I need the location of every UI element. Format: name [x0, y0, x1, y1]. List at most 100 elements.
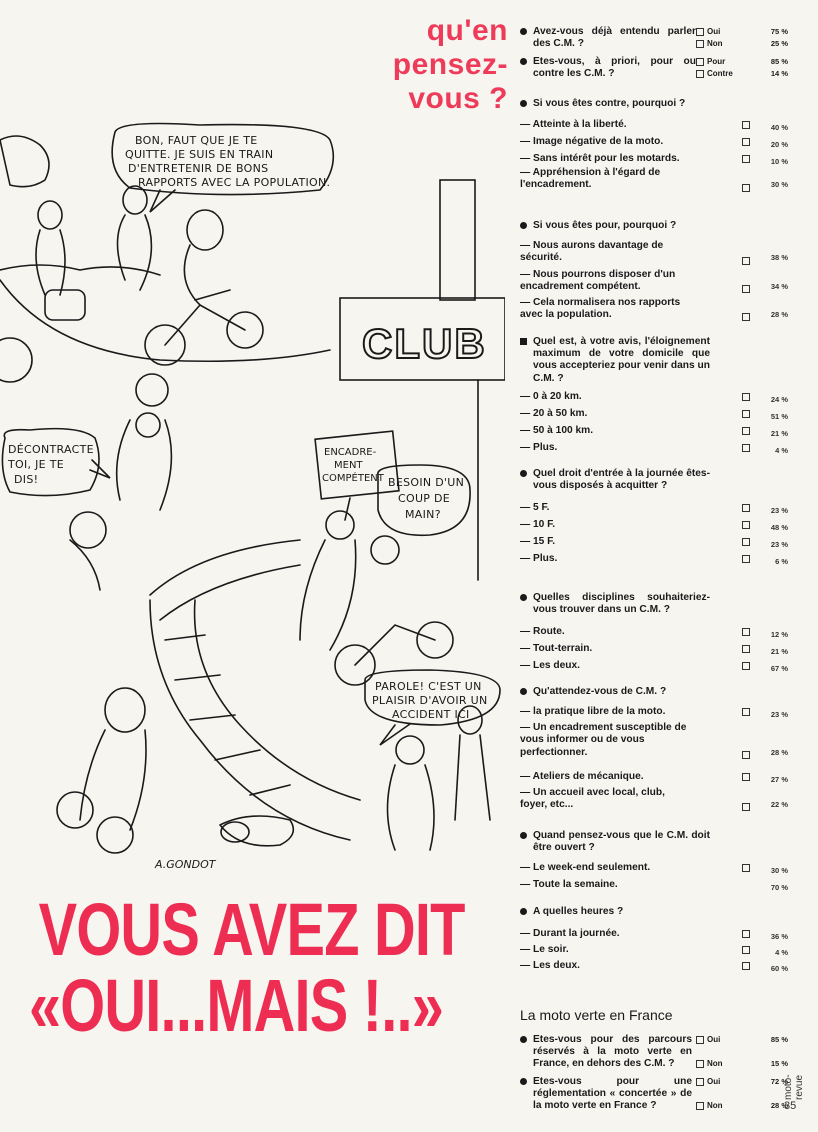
answer-percent: 38 %: [770, 253, 788, 263]
checkbox[interactable]: [742, 155, 750, 164]
question-text: Quand pensez-vous que le C.M. doit être …: [533, 830, 710, 854]
option-label: Oui: [707, 1034, 721, 1044]
question-text: Avez-vous déjà entendu parler des C.M. ?: [533, 26, 696, 50]
bullet-icon: [520, 594, 527, 601]
question-text: Quel est, à votre avis, l'éloignement ma…: [533, 336, 710, 384]
checkbox[interactable]: [742, 256, 750, 265]
magazine-name: moto-revue: [783, 1074, 805, 1100]
checkbox[interactable]: [696, 28, 704, 36]
checkbox[interactable]: [742, 426, 750, 435]
checkbox[interactable]: [696, 1102, 704, 1110]
option-label: Oui: [707, 26, 721, 36]
answer-percent: 4 %: [775, 445, 788, 455]
answer-label: — la pratique libre de la moto.: [520, 706, 666, 718]
option-percent: 85 %: [770, 1034, 788, 1044]
club-sign: CLUB: [362, 320, 487, 367]
checkbox[interactable]: [742, 138, 750, 147]
answer-row: — 20 à 50 km.51 %: [520, 408, 788, 425]
survey-question: Etes-vous, à priori, pour ou contre les …: [520, 56, 788, 80]
checkbox[interactable]: [742, 285, 750, 294]
checkbox[interactable]: [742, 538, 750, 547]
checkbox[interactable]: [742, 521, 750, 530]
survey-question: Etes-vous pour une réglementation « conc…: [520, 1076, 788, 1113]
answer-label: — Durant la journée.: [520, 928, 620, 940]
answer-label: — Plus.: [520, 553, 558, 565]
checkbox[interactable]: [742, 946, 750, 955]
checkbox[interactable]: [696, 1036, 704, 1044]
bubble-text-line: RAPPORTS AVEC LA POPULATION.: [138, 176, 330, 189]
checkbox[interactable]: [742, 930, 750, 939]
page-title: qu'en pensez- vous ?: [308, 14, 508, 116]
answer-row: — la pratique libre de la moto.23 %: [520, 706, 788, 722]
checkbox[interactable]: [742, 645, 750, 654]
bubble-text-line: DÉCONTRACTE: [8, 443, 94, 456]
answer-label: — Plus.: [520, 441, 558, 453]
question-text: Etes-vous pour une réglementation « conc…: [533, 1076, 692, 1112]
answer-label: — Atteinte à la liberté.: [520, 119, 627, 131]
checkbox[interactable]: [696, 70, 704, 78]
answer-row: — Cela normalisera nos rapports avec la …: [520, 297, 788, 322]
checkbox[interactable]: [742, 708, 750, 717]
answer-row: — Nous pourrons disposer d'un encadremen…: [520, 269, 788, 294]
option-label: Pour: [707, 56, 726, 66]
answer-row: — Les deux.60 %: [520, 960, 788, 976]
bubble-text-line: PLAISIR D'AVOIR UN: [372, 694, 488, 707]
option-label: Non: [707, 1100, 723, 1110]
survey-question: Quel est, à votre avis, l'éloignement ma…: [520, 336, 788, 459]
checkbox[interactable]: [742, 504, 750, 513]
checkbox[interactable]: [696, 40, 704, 48]
answer-percent: 40 %: [770, 123, 788, 133]
checkbox[interactable]: [742, 628, 750, 637]
answer-row: — 50 à 100 km.21 %: [520, 425, 788, 442]
answer-percent: 48 %: [770, 523, 788, 533]
bullet-icon: [520, 1078, 527, 1085]
title-line: pensez-: [392, 48, 508, 81]
survey-question: Quand pensez-vous que le C.M. doit être …: [520, 830, 788, 896]
answer-percent: 23 %: [770, 506, 788, 516]
answer-label: — Nous aurons davantage de sécurité.: [520, 240, 664, 264]
answer-percent: 12 %: [770, 630, 788, 640]
checkbox[interactable]: [742, 555, 750, 564]
question-text: A quelles heures ?: [533, 906, 624, 917]
checkbox[interactable]: [742, 962, 750, 971]
option-percent: 75 %: [770, 26, 788, 36]
answer-percent: 27 %: [770, 774, 788, 784]
bubble-text-line: DIS!: [14, 473, 38, 486]
checkbox[interactable]: [742, 772, 750, 781]
answer-row: — Toute la semaine.70 %: [520, 879, 788, 896]
answer-row: — Un accueil avec local, club, foyer, et…: [520, 787, 788, 812]
answer-percent: 36 %: [770, 932, 788, 942]
answer-percent: 60 %: [770, 964, 788, 974]
answer-label: — Cela normalisera nos rapports avec la …: [520, 297, 681, 321]
checkbox[interactable]: [742, 443, 750, 452]
survey-question: Quelles disciplines souhaiteriez-vous tr…: [520, 592, 788, 677]
bubble-text-line: COUP DE: [398, 492, 450, 505]
answer-row: — 5 F. 23 %: [520, 502, 788, 519]
checkbox[interactable]: [696, 1060, 704, 1068]
checkbox[interactable]: [742, 803, 750, 812]
checkbox[interactable]: [742, 183, 750, 192]
answer-label: — 5 F.: [520, 502, 550, 514]
question-text: Qu'attendez-vous de C.M. ?: [533, 686, 667, 697]
bullet-icon: [520, 1036, 527, 1043]
answer-percent: 10 %: [770, 157, 788, 167]
bullet-icon: [520, 832, 527, 839]
bullet-icon: [520, 338, 527, 345]
checkbox[interactable]: [742, 409, 750, 418]
checkbox[interactable]: [742, 662, 750, 671]
question-text: Si vous êtes pour, pourquoi ?: [533, 220, 677, 231]
bullet-icon: [520, 688, 527, 695]
checkbox[interactable]: [696, 1078, 704, 1086]
checkbox[interactable]: [742, 121, 750, 130]
sign-text-line: COMPÉTENT: [322, 471, 385, 484]
checkbox[interactable]: [742, 750, 750, 759]
bullet-icon: [520, 28, 527, 35]
survey-question: Qu'attendez-vous de C.M. ? — la pratique…: [520, 686, 788, 812]
checkbox[interactable]: [742, 864, 750, 873]
checkbox[interactable]: [696, 58, 704, 66]
answer-row: — Ateliers de mécanique.27 %: [520, 771, 788, 787]
checkbox[interactable]: [742, 392, 750, 401]
survey-question: A quelles heures ? — Durant la journée. 3…: [520, 906, 788, 976]
checkbox[interactable]: [742, 313, 750, 322]
answer-percent: 34 %: [770, 281, 788, 291]
